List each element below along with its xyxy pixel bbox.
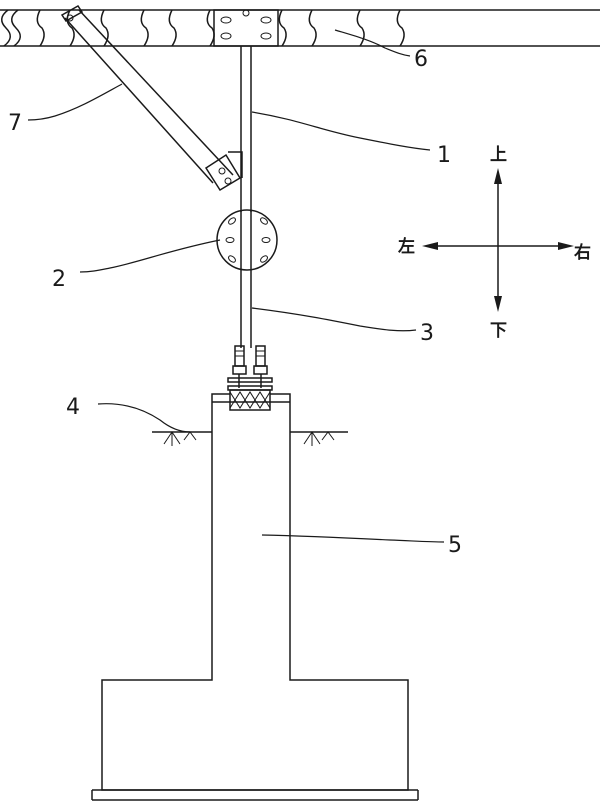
diagonal-brace: [60, 5, 243, 192]
label-1: 1: [437, 143, 451, 168]
arrow-up-icon: [494, 168, 502, 184]
arrow-right-icon: [558, 242, 574, 250]
concrete-foundation: [91, 393, 419, 801]
leader-lines: [27, 29, 445, 543]
label-4: 4: [66, 395, 80, 420]
part-labels: 1 2 3 4 5 6 7: [8, 47, 462, 558]
top-mounting-plate: [213, 9, 279, 47]
label-2: 2: [52, 267, 66, 292]
lower-column: [240, 270, 252, 348]
label-7: 7: [8, 111, 22, 136]
upper-column: [240, 46, 252, 212]
arrow-down-icon: [494, 296, 502, 312]
arrow-left-icon: [422, 242, 438, 250]
direction-left-label: 左: [398, 236, 415, 257]
label-5: 5: [448, 533, 462, 558]
anchor-bolt-assembly: [227, 345, 273, 411]
ceiling-beam: [0, 9, 600, 47]
flange-joint: [216, 209, 278, 271]
direction-up-label: 上: [490, 145, 507, 165]
direction-compass: 上 下 左 右: [398, 145, 591, 341]
label-3: 3: [420, 321, 434, 346]
ground-line: [152, 431, 348, 446]
label-6: 6: [414, 47, 428, 72]
direction-down-label: 下: [490, 321, 507, 341]
direction-right-label: 右: [574, 242, 591, 263]
